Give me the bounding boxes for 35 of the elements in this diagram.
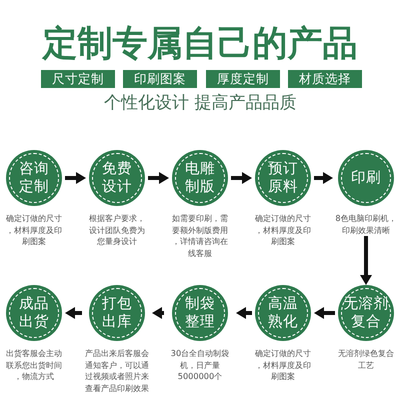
step-description: 出货客服会主动联系您出货时间，物流方式 (5, 348, 63, 382)
arrow (152, 307, 164, 319)
step-circle: 无溶剂复合 (338, 285, 394, 341)
step-circle: 高温熟化 (255, 285, 311, 341)
step-description: 确定订做的尺寸，材料厚度及印刷图案 (254, 348, 312, 382)
arrow (314, 307, 335, 319)
title: 定制专属自己的产品 (42, 25, 358, 63)
feature-tag: 材质选择 (288, 70, 362, 88)
arrow (360, 236, 372, 285)
feature-tag: 厚度定制 (206, 70, 280, 88)
step-circle: 免费设计 (89, 150, 145, 206)
step-description: 产品出来后客服会通知客户，可以通过视频或者照片来查看产品印刷效果 (84, 348, 150, 394)
step-description: 30台全自动制袋机，日产量5000000个 (170, 348, 230, 382)
step-circle: 电雕制版 (172, 150, 228, 206)
step-description: 8色电脑印刷机，印刷效果清晰 (334, 213, 398, 236)
feature-tag: 尺寸定制 (41, 70, 115, 88)
step-description: 确定订做的尺寸，材料厚度及印刷图案 (5, 213, 63, 248)
arrow (236, 307, 252, 319)
feature-tag: 印刷图案 (123, 70, 197, 88)
arrow (231, 172, 252, 184)
step-description: 根据客户要求，设计团队免费为您量身设计 (88, 213, 146, 248)
subtitle: 个性化设计 提高产品品质 (104, 93, 296, 113)
step-circle: 制袋整理 (172, 285, 228, 341)
step-circle: 打包出库 (89, 285, 145, 341)
step-description: 如需要印刷，需要额外制版费用，详情请咨询在线客服 (171, 213, 229, 259)
step-circle: 咨询定制 (6, 150, 62, 206)
step-circle: 预订原料 (255, 150, 311, 206)
step-description: 无溶剂绿色复合工艺 (337, 348, 395, 371)
step-circle: 成品出货 (6, 285, 62, 341)
arrow (314, 172, 333, 184)
arrow (65, 307, 82, 319)
arrow (65, 172, 86, 184)
step-circle: 印刷 (338, 150, 394, 206)
step-description: 确定订做的尺寸，材料厚度及印刷图案 (254, 213, 312, 248)
arrow (148, 172, 169, 184)
